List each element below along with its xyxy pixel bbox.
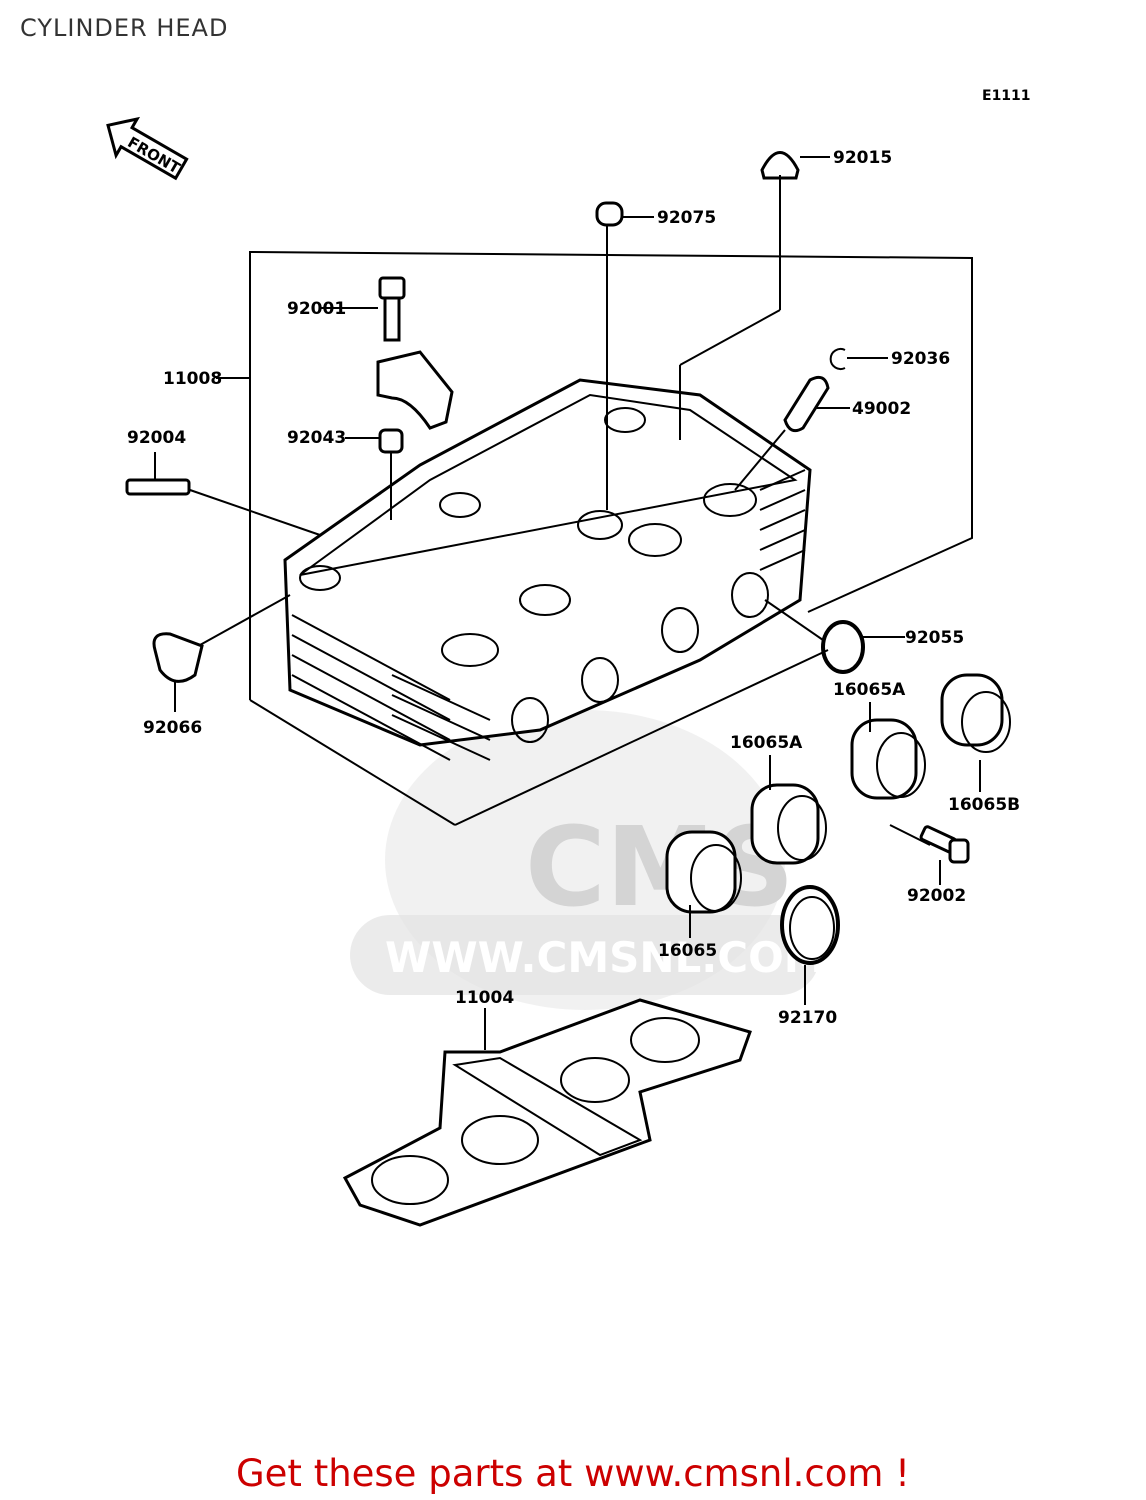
- part-label-11008: 11008: [163, 369, 223, 389]
- part-label-16065a-lower: 16065A: [730, 733, 803, 753]
- part-16065b-icon: [940, 673, 1011, 753]
- part-cam-cap-icon: [376, 350, 454, 430]
- part-92170-icon: [780, 885, 840, 965]
- page-title: CYLINDER HEAD: [20, 14, 229, 42]
- part-label-92066: 92066: [143, 718, 203, 738]
- part-92075-icon: [595, 201, 624, 227]
- part-label-92004: 92004: [127, 428, 187, 448]
- part-92036-icon: [829, 348, 846, 370]
- part-92066-icon: [152, 632, 204, 683]
- order-parts-link[interactable]: Get these parts at www.cmsnl.com !: [235, 1452, 910, 1495]
- leader-lines: [154, 156, 981, 1050]
- part-92002-icon: [919, 825, 970, 864]
- part-label-16065a-upper: 16065A: [833, 680, 906, 700]
- part-92004-icon: [125, 478, 191, 496]
- diagram-code: E1111: [982, 88, 1031, 104]
- part-label-92036: 92036: [891, 349, 951, 369]
- assembly-bracket-frame: [249, 250, 973, 826]
- part-label-11004: 11004: [455, 988, 515, 1008]
- watermark-logo: CMS WWW.CMSNL.COM: [350, 710, 826, 1010]
- watermark-cms-text: CMS: [525, 803, 794, 931]
- part-92015-icon: [760, 151, 800, 180]
- part-11004-gasket-icon: [342, 998, 752, 1227]
- part-label-92170: 92170: [778, 1008, 838, 1028]
- part-label-92043: 92043: [287, 428, 347, 448]
- part-92055-icon: [821, 620, 865, 674]
- part-label-92055: 92055: [905, 628, 965, 648]
- part-label-92001: 92001: [287, 299, 347, 319]
- part-92043-icon: [378, 428, 404, 454]
- part-16065a-lower-icon: [750, 783, 827, 865]
- part-label-49002: 49002: [852, 399, 912, 419]
- part-92001-icon: [378, 276, 406, 342]
- part-label-92015: 92015: [833, 148, 893, 168]
- part-label-16065b: 16065B: [948, 795, 1021, 815]
- front-arrow-icon: FRONT: [106, 116, 189, 181]
- part-16065a-upper-icon: [850, 718, 926, 800]
- cylinder-head-body: [283, 378, 812, 761]
- part-49002-icon: [783, 375, 830, 433]
- watermark-site-text: WWW.CMSNL.COM: [385, 933, 826, 982]
- part-16065-icon: [665, 830, 742, 914]
- part-label-16065: 16065: [658, 941, 718, 961]
- part-label-92075: 92075: [657, 208, 717, 228]
- part-label-92002: 92002: [907, 886, 967, 906]
